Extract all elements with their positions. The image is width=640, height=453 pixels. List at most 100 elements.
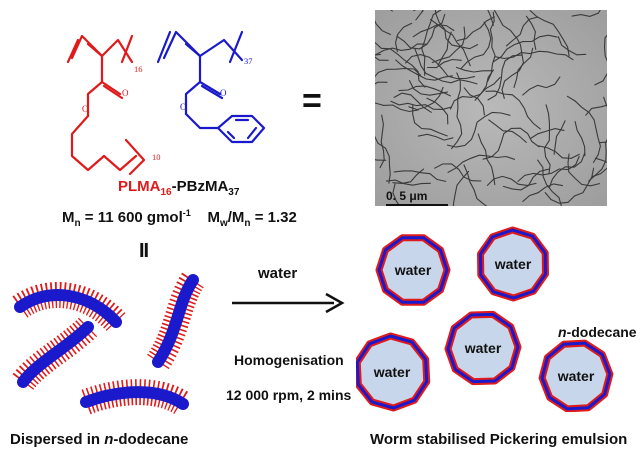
worm-core [152,274,199,368]
tem-worm-strand [594,157,607,164]
tem-worm-strand [463,87,485,116]
tem-worm-strand [455,66,493,73]
emulsion-droplets: water water water water water [356,226,614,412]
tem-worm-strand [437,31,452,66]
subscript-10: 10 [152,152,161,162]
tem-worm-strand [375,20,391,36]
tem-worm-strand [487,11,496,82]
tem-worm-strand [571,10,601,17]
tem-worm-strand [412,24,455,38]
tem-worm-strand [379,114,385,169]
atom-o-carbonyl-red: O [122,88,129,98]
tem-worm-strand [375,41,426,88]
tem-worm-strand [486,175,537,186]
droplet-label: water [557,368,595,384]
tem-worm-strand [375,67,422,78]
tem-worm-strand [398,85,451,97]
tem-worm-strand [447,154,516,173]
reaction-arrow [232,292,345,314]
tem-worm-strand [598,141,607,144]
tem-worm-strand [474,69,494,101]
tem-worm-strand [548,152,586,189]
tem-scale-label: 0. 5 μm [386,189,428,203]
tem-worm-strand [390,100,452,110]
tem-worm-strand [543,104,551,175]
process-conditions: 12 000 rpm, 2 mins [226,387,352,403]
tem-worm-strand [522,76,561,96]
tem-worm-strand [412,104,448,137]
tem-worm-strand [493,10,517,38]
tem-worm-strand [553,120,566,155]
worm-dispersion [12,272,205,416]
tem-worm-strand [537,159,562,206]
tem-worm-strand [460,21,492,70]
atom-o-ester-red: O [82,104,89,114]
worm-core [14,289,122,328]
tem-worm-strand [522,183,564,203]
tem-worm-strand [408,80,449,96]
droplet-worm-layer [356,334,429,410]
droplet-label: water [394,262,432,278]
tem-worm-strand [477,133,496,186]
tem-worm-strand [567,153,600,187]
tem-worm-strand [505,16,539,47]
tem-worm-strand [434,163,482,182]
polymer-name: PLMA16-PBzMA37 [118,178,240,198]
subscript-37: 37 [244,56,253,66]
tem-worm-strand [395,59,453,81]
equals-vertical: II [139,240,149,262]
tem-scale-bar: 0. 5 μm [386,189,448,206]
tem-worm-strand [434,10,479,50]
droplet-worm-layer [540,341,612,411]
droplet-label: water [373,364,411,380]
worm-core [80,386,189,410]
atom-o-ester-blue: O [180,102,187,112]
tem-worm-strand [451,72,463,150]
tem-worm-strand [591,167,607,178]
tem-worm-strand [487,54,523,101]
tem-worm-strand [375,102,419,113]
subscript-16: 16 [134,64,143,74]
tem-worm-strand [574,121,586,157]
tem-image [375,10,607,206]
tem-worm-strand [463,164,488,206]
tem-worm-strand [446,111,511,148]
droplet-worm-layer [377,236,449,304]
tem-worm-strand [375,135,391,184]
tem-worm-strand [557,36,587,56]
tem-worm-strand [487,10,494,26]
tem-worm-strand [529,128,565,140]
equals-sign: = [302,82,322,120]
tem-worm-strand [525,15,537,51]
solvent-label: n-dodecane [558,324,637,340]
tem-worm-strand [449,76,501,110]
tem-worm-strand [517,155,580,182]
tem-worm-strand [385,179,431,186]
tem-worm-strand [421,10,442,76]
tem-worm-strand [426,58,462,69]
molecular-weight: Mn = 11 600 gmol-1 Mw/Mn = 1.32 [62,208,297,229]
tem-worm-strand [408,86,444,111]
tem-worm-strand [426,97,449,125]
tem-worm-strand [493,34,558,63]
tem-worm-strand [393,170,447,182]
chemical-structure: 16 10 O O 37 O O [66,30,266,176]
reagent-label: water [258,265,298,282]
tem-worm-strand [375,159,387,161]
droplet-worm-layer [479,228,547,300]
tem-worm-strand [495,50,574,61]
tem-worm-strand [501,36,524,99]
atom-o-carbonyl-blue: O [220,88,227,98]
tem-worm-strand [392,168,425,184]
tem-worm-strand [594,34,607,86]
tem-worm-strand [585,104,607,116]
tem-worm-strand [375,43,427,56]
droplet-label: water [464,340,502,356]
droplet-label: water [494,256,532,272]
worm-core [17,321,94,388]
process-step: Homogenisation [234,352,344,368]
tem-worm-strand [417,133,454,141]
tem-worm-strand [393,92,432,113]
tem-worm-strand [566,95,601,163]
tem-worm-strand [452,170,470,206]
